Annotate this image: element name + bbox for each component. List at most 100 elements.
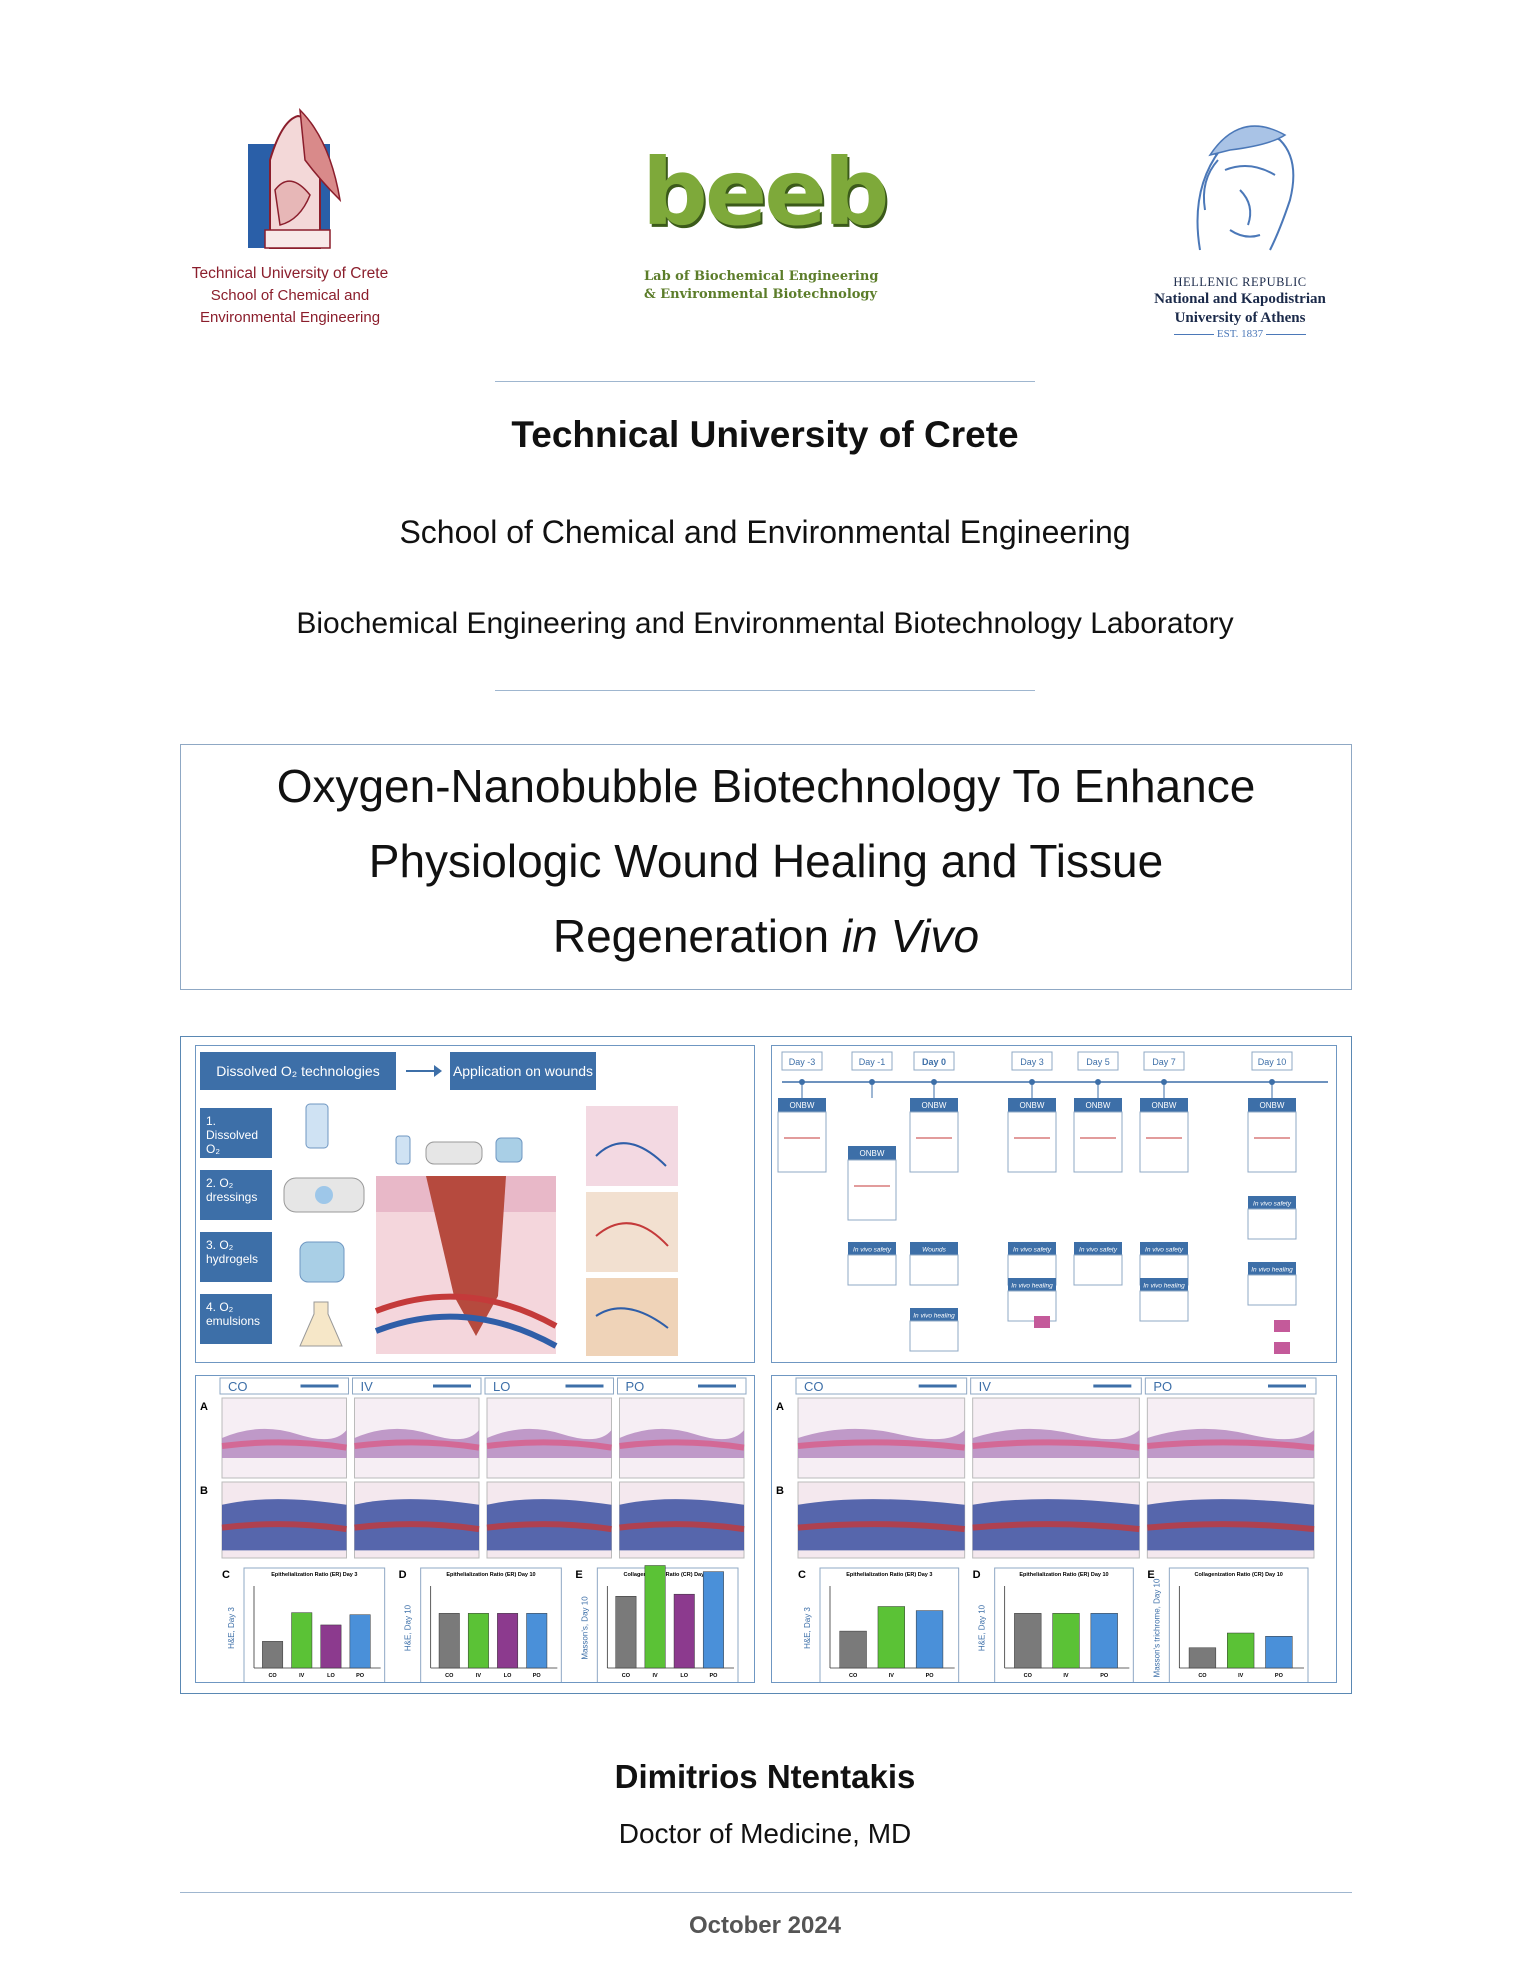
- timeline-phase-label: Wounds: [922, 1247, 947, 1254]
- bar-category-label: IV: [1063, 1673, 1069, 1679]
- timeline-day-label: Day -1: [859, 1057, 886, 1067]
- panel-letter: E: [1147, 1569, 1154, 1581]
- timeline-onbw-box: [778, 1098, 826, 1112]
- timeline-phase-box: [848, 1242, 896, 1255]
- laboratory-name: Biochemical Engineering and Environmenta…: [296, 607, 1234, 640]
- group-header-box: [1144, 1377, 1317, 1395]
- tissue-layer: [797, 1521, 965, 1533]
- bar: [1188, 1647, 1217, 1669]
- uoa-logo-line2: National and Kapodistrian: [1154, 291, 1326, 307]
- stain-swatch: [1274, 1320, 1290, 1332]
- overview-right-header: Application on wounds: [450, 1052, 596, 1090]
- bar-category-label: IV: [476, 1673, 482, 1679]
- chart-ylabel: H&E, Day 3: [803, 1607, 812, 1649]
- group-header-label: IV: [361, 1379, 374, 1394]
- beeb-logo-line2: & Environmental Biotechnology: [644, 287, 878, 302]
- timeline-phase-box: [910, 1308, 958, 1321]
- title-line-2: Physiologic Wound Healing and Tissue: [368, 835, 1164, 887]
- author-degree: Doctor of Medicine, MD: [618, 1818, 912, 1849]
- bar-category-label: LO: [680, 1673, 688, 1679]
- timeline-phase-label: In vivo safety: [1145, 1247, 1184, 1254]
- timeline-phase-label: In vivo healing: [913, 1313, 955, 1320]
- bar-category-label: LO: [327, 1673, 335, 1679]
- group-header-label: LO: [493, 1379, 510, 1394]
- timeline-phase-card: [847, 1254, 897, 1286]
- tissue-layer: [619, 1521, 745, 1533]
- author-name: Dimitrios Ntentakis: [614, 1758, 916, 1795]
- chart-title: Collagenization Ratio (CR) Day 10: [1195, 1572, 1283, 1578]
- bar: [262, 1641, 284, 1669]
- timeline-detail-card: [1139, 1111, 1189, 1173]
- stain-swatch: [1274, 1342, 1290, 1354]
- timeline-onbw-label: ONBW: [1086, 1101, 1111, 1110]
- timeline-day-box: [781, 1051, 823, 1071]
- chart-title: Epithelialization Ratio (ER) Day 3: [271, 1572, 357, 1578]
- bar: [1227, 1632, 1255, 1669]
- overview-item-4: 4. O₂ emulsions: [200, 1294, 272, 1344]
- bar-category-label: PO: [926, 1673, 935, 1679]
- bar-category-label: IV: [652, 1673, 658, 1679]
- thesis-title-box: Oxygen-Nanobubble Biotechnology To Enhan…: [180, 744, 1352, 990]
- stain-swatch: [1034, 1316, 1050, 1328]
- bar-category-label: PO: [709, 1673, 718, 1679]
- chart-ylabel: H&E, Day 10: [404, 1604, 413, 1651]
- tissue-layer: [972, 1521, 1140, 1533]
- timeline-phase-box: [1074, 1242, 1122, 1255]
- timeline-day-label: Day 3: [1020, 1057, 1044, 1067]
- tissue-layer: [486, 1439, 612, 1451]
- bar: [877, 1606, 905, 1669]
- bar: [349, 1614, 371, 1669]
- bar: [320, 1624, 342, 1669]
- timeline-onbw-box: [1248, 1098, 1296, 1112]
- bar: [467, 1613, 489, 1669]
- panel-letter: B: [200, 1485, 208, 1497]
- timeline-day-box: [1143, 1051, 1185, 1071]
- tissue-layer: [354, 1521, 480, 1533]
- timeline-day-box: [1251, 1051, 1293, 1071]
- bar: [438, 1613, 460, 1669]
- timeline-onbw-box: [910, 1098, 958, 1112]
- tissue-layer: [221, 1521, 347, 1533]
- timeline-onbw-label: ONBW: [1260, 1101, 1285, 1110]
- timeline-phase-label: In vivo healing: [1143, 1283, 1185, 1290]
- timeline-onbw-label: ONBW: [922, 1101, 947, 1110]
- uoa-logo-line3: University of Athens: [1174, 310, 1306, 326]
- group-header-box: [795, 1377, 968, 1395]
- bar: [1052, 1613, 1080, 1669]
- timeline-onbw-label: ONBW: [860, 1149, 885, 1158]
- submission-date: October 2024: [688, 1912, 842, 1939]
- athena-head-icon: [1196, 125, 1295, 251]
- tuc-logo-line1: Technical University of Crete: [191, 265, 389, 282]
- bar-category-label: PO: [1275, 1673, 1284, 1679]
- timeline-detail-card: [1247, 1111, 1297, 1173]
- title-italic: in Vivo: [841, 910, 980, 962]
- title-line-1: Oxygen-Nanobubble Biotechnology To Enhan…: [276, 760, 1256, 812]
- timeline-day-label: Day 5: [1086, 1057, 1110, 1067]
- bar: [644, 1565, 666, 1669]
- timeline-onbw-box: [1008, 1098, 1056, 1112]
- tissue-layer: [797, 1439, 966, 1451]
- chart-ylabel: H&E, Day 10: [978, 1604, 987, 1651]
- timeline-phase-label: In vivo safety: [1013, 1247, 1052, 1254]
- timeline-onbw-label: ONBW: [1152, 1101, 1177, 1110]
- panel-letter: C: [798, 1569, 806, 1581]
- bar: [1014, 1613, 1042, 1669]
- title-line-3: Regeneration in Vivo: [552, 910, 980, 962]
- bar: [497, 1613, 519, 1669]
- timeline-phase-card: [1247, 1274, 1297, 1306]
- timeline-detail-card: [1007, 1111, 1057, 1173]
- timeline-onbw-label: ONBW: [790, 1101, 815, 1110]
- bottle-icon: [305, 1103, 329, 1149]
- chart-title: Collagenization Ratio (CR) Day 10: [624, 1572, 712, 1578]
- bar-category-label: CO: [1198, 1673, 1207, 1679]
- timeline-detail-card: [777, 1111, 827, 1173]
- timeline-phase-box: [1008, 1242, 1056, 1255]
- overview-item-3: 3. O₂ hydrogels: [200, 1232, 272, 1282]
- bar-category-label: PO: [1100, 1673, 1109, 1679]
- bar-category-label: PO: [356, 1673, 365, 1679]
- arrow-right-icon: [406, 1065, 442, 1077]
- group-header-label: PO: [626, 1379, 645, 1394]
- bar-category-label: CO: [445, 1673, 454, 1679]
- university-name: Technical University of Crete: [511, 414, 1019, 455]
